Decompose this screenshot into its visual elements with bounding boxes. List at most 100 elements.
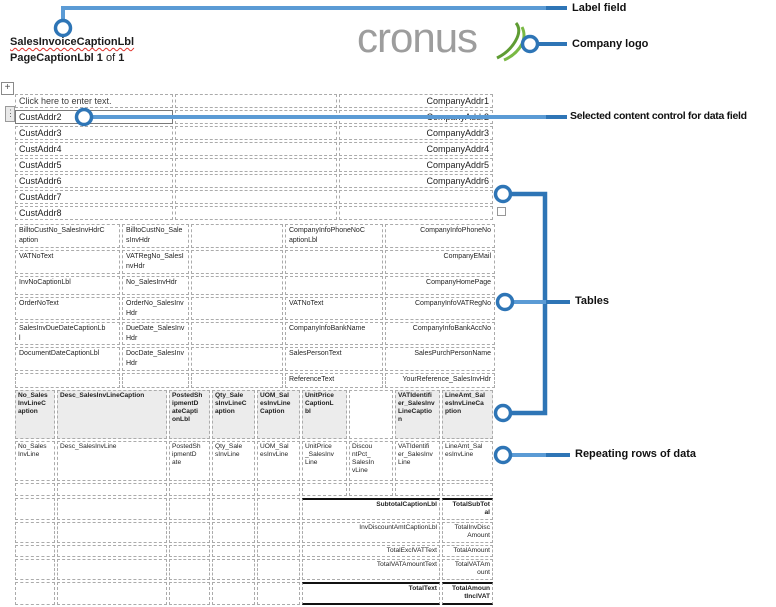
cell[interactable] [212, 483, 255, 496]
cell[interactable] [169, 498, 210, 520]
cell[interactable] [15, 545, 55, 557]
cell[interactable]: Desc_SalesInvLine [57, 441, 167, 481]
cell[interactable] [339, 190, 493, 204]
cell[interactable] [57, 545, 167, 557]
cell[interactable]: OrderNoText [15, 297, 120, 320]
cell[interactable] [191, 347, 283, 371]
cell[interactable] [169, 545, 210, 557]
cell[interactable] [212, 498, 255, 520]
cell[interactable]: No_Sales InvLine [15, 441, 55, 481]
cell[interactable] [191, 322, 283, 345]
cell[interactable]: CompanyInfoVATRegNo [385, 297, 495, 320]
cell[interactable] [57, 483, 167, 496]
header-cell[interactable]: Desc_SalesInvLineCaption [57, 390, 167, 439]
inv-discount-caption-cell[interactable]: InvDiscountAmtCaptionLbl [302, 522, 440, 543]
cell[interactable]: VATIdentifi er_SalesInv Line [395, 441, 440, 481]
cell[interactable] [257, 559, 300, 580]
cell[interactable] [15, 483, 55, 496]
cell[interactable] [285, 276, 383, 295]
cell[interactable]: UOM_Sal esInvLine [257, 441, 300, 481]
cell[interactable] [191, 276, 283, 295]
cell-company-addr6[interactable]: CompanyAddr6 [339, 174, 493, 188]
cell[interactable] [57, 582, 167, 605]
cell[interactable]: UnitPrice _SalesInv Line [302, 441, 347, 481]
cell[interactable] [257, 545, 300, 557]
total-vat-caption-cell[interactable]: TotalVATAmountText [302, 559, 440, 580]
cell[interactable] [175, 142, 337, 156]
cell-company-addr5[interactable]: CompanyAddr5 [339, 158, 493, 172]
cell[interactable]: No_SalesInvHdr [122, 276, 189, 295]
cell[interactable]: CompanyInfoPhoneNo [385, 224, 495, 248]
header-cell[interactable]: LineAmt_Sal esInvLineCa ption [442, 390, 493, 439]
cell[interactable] [175, 174, 337, 188]
header-cell[interactable]: PostedSh ipmentD ateCapti onLbl [169, 390, 210, 439]
cell[interactable]: VATNoText [285, 297, 383, 320]
cell[interactable] [339, 206, 493, 220]
cell[interactable] [15, 582, 55, 605]
header-cell[interactable]: UnitPrice CaptionL bl [302, 390, 347, 439]
cell[interactable] [257, 483, 300, 496]
cell[interactable]: CompanyInfoPhoneNoC aptionLbl [285, 224, 383, 248]
page-caption-label[interactable]: PageCaptionLbl 1 of 1 [10, 52, 124, 64]
cell-cust-addr7[interactable]: CustAddr7 [15, 190, 173, 204]
total-caption-cell[interactable]: TotalText [302, 582, 440, 605]
total-excl-vat-amount-cell[interactable]: TotalAmount [442, 545, 493, 557]
cell[interactable]: VATNoText [15, 250, 120, 274]
cell-company-addr3[interactable]: CompanyAddr3 [339, 126, 493, 140]
cell[interactable] [442, 483, 493, 496]
cell[interactable] [57, 498, 167, 520]
cell[interactable]: DueDate_SalesInv Hdr [122, 322, 189, 345]
cell[interactable]: LineAmt_Sal esInvLine [442, 441, 493, 481]
content-control-drag-handle[interactable]: ⋮ [5, 106, 15, 122]
cell[interactable]: YourReference_SalesInvHdr [385, 373, 495, 388]
cell[interactable] [257, 498, 300, 520]
cell[interactable] [175, 126, 337, 140]
subtotal-caption-cell[interactable]: SubtotalCaptionLbl [302, 498, 440, 520]
sales-invoice-caption-label[interactable]: SalesInvoiceCaptionLbl [10, 36, 135, 48]
cell[interactable] [169, 582, 210, 605]
header-cell[interactable]: UOM_Sal esInvLine Caption [257, 390, 300, 439]
cell[interactable] [57, 522, 167, 543]
cell[interactable]: DocumentDateCaptionLbl [15, 347, 120, 371]
cell-cust-placeholder[interactable]: Click here to enter text. [15, 94, 173, 108]
cell[interactable] [122, 373, 189, 388]
cell[interactable]: BilltoCustNo_Sale sInvHdr [122, 224, 189, 248]
cell[interactable]: DocDate_SalesInv Hdr [122, 347, 189, 371]
cell[interactable] [15, 559, 55, 580]
cell[interactable] [169, 483, 210, 496]
cell[interactable] [169, 559, 210, 580]
cell[interactable] [395, 483, 440, 496]
cell-cust-addr3[interactable]: CustAddr3 [15, 126, 173, 140]
table-move-handle-icon[interactable]: + [1, 82, 14, 95]
cell-company-addr2[interactable]: CompanyAddr2 [339, 110, 493, 124]
cell[interactable] [15, 498, 55, 520]
header-cell[interactable] [349, 390, 393, 439]
cell-cust-addr6[interactable]: CustAddr6 [15, 174, 173, 188]
cell[interactable] [175, 110, 337, 124]
cell[interactable] [57, 559, 167, 580]
cell[interactable] [191, 224, 283, 248]
total-vat-amount-cell[interactable]: TotalVATAm ount [442, 559, 493, 580]
cell[interactable]: CompanyEMail [385, 250, 495, 274]
cell[interactable]: BilltoCustNo_SalesInvHdrC aption [15, 224, 120, 248]
total-excl-vat-caption-cell[interactable]: TotalExclVATText [302, 545, 440, 557]
cell-cust-addr8[interactable]: CustAddr8 [15, 206, 173, 220]
cell[interactable] [191, 373, 283, 388]
subtotal-amount-cell[interactable]: TotalSubTot al [442, 498, 493, 520]
cell[interactable] [285, 250, 383, 274]
cell[interactable] [175, 206, 337, 220]
cell-cust-addr4[interactable]: CustAddr4 [15, 142, 173, 156]
inv-discount-amount-cell[interactable]: TotalInvDisc Amount [442, 522, 493, 543]
cell[interactable] [175, 190, 337, 204]
cell[interactable] [15, 522, 55, 543]
cell[interactable] [175, 94, 337, 108]
header-cell[interactable]: Qty_Sale sInvLineC aption [212, 390, 255, 439]
cell[interactable] [257, 522, 300, 543]
cell[interactable] [15, 373, 120, 388]
cell[interactable] [349, 483, 393, 496]
cell[interactable] [257, 582, 300, 605]
cell-company-addr4[interactable]: CompanyAddr4 [339, 142, 493, 156]
cell[interactable] [302, 483, 347, 496]
table-resize-handle[interactable] [497, 207, 506, 216]
cell[interactable] [212, 545, 255, 557]
